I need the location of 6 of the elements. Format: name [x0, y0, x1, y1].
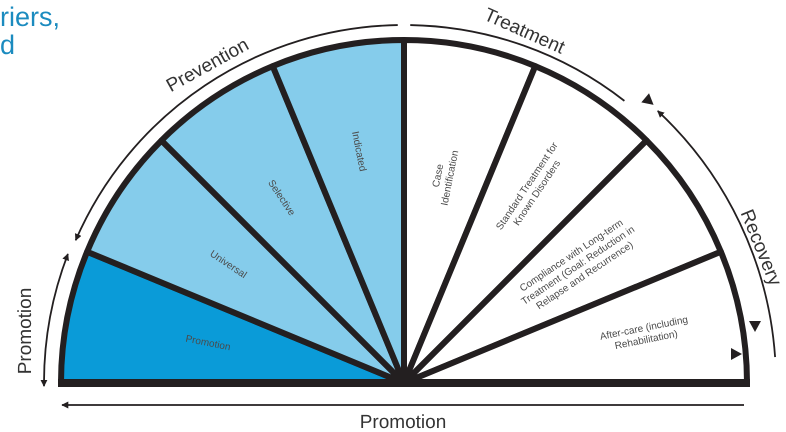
segment-label: Promotion	[184, 334, 232, 354]
range-label: Promotion	[360, 412, 446, 432]
cut-off-text: d	[0, 30, 16, 61]
cut-off-text: riers,	[0, 2, 60, 33]
range-label: Promotion	[15, 288, 37, 374]
segment-label: Indicated	[348, 130, 368, 173]
